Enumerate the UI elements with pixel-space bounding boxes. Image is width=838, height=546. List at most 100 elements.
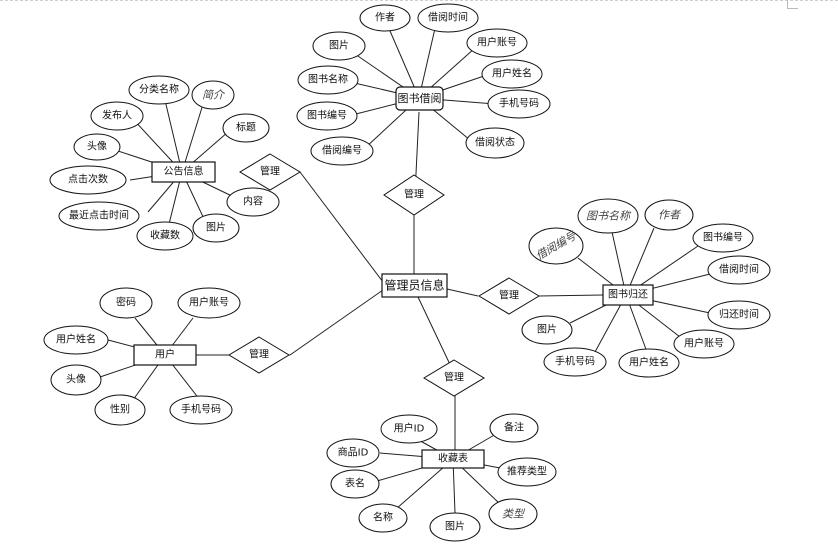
collect-attr-user-id-label: 用户ID [394,422,425,435]
notice-attr-publisher[interactable]: 发布人 [90,101,144,131]
borrow-attr-status[interactable]: 借阅状态 [465,127,525,159]
user-attr-avatar[interactable]: 头像 [50,364,102,396]
borrow-attr-user-name[interactable]: 用户姓名 [481,59,543,89]
giveback-attr-phone-label: 手机号码 [555,355,595,368]
entity-user-label: 用户 [155,348,175,361]
giveback-attr-borrow-time[interactable]: 借阅时间 [707,255,771,285]
user-attr-password-label: 密码 [116,296,136,309]
collect-attr-product-id[interactable]: 商品ID [326,438,380,468]
user-attr-avatar-label: 头像 [66,374,86,386]
user-attr-user-name[interactable]: 用户姓名 [43,325,109,355]
relationship-manage-giveback[interactable]: 管理 [478,277,540,315]
collect-attr-table-name[interactable]: 表名 [330,469,380,499]
giveback-attr-return-time-label: 归还时间 [719,308,759,321]
borrow-attr-status-label: 借阅状态 [475,136,515,149]
borrow-attr-borrow-time-label: 借阅时间 [428,11,468,24]
entity-book-borrow-label: 图书借阅 [398,92,442,105]
borrow-attr-user-name-label: 用户姓名 [492,67,532,80]
notice-attr-image[interactable]: 图片 [192,213,240,243]
notice-attr-category[interactable]: 分类名称 [128,75,190,105]
giveback-attr-borrow-time-label: 借阅时间 [719,263,759,276]
giveback-attr-book-name[interactable]: 图书名称 [577,198,639,234]
entity-user[interactable]: 用户 [133,344,197,366]
collect-attr-image-label: 图片 [445,520,465,533]
relationship-manage-collect[interactable]: 管理 [423,359,485,397]
collect-attr-recommend-type-label: 推荐类型 [507,465,547,478]
borrow-attr-image[interactable]: 图片 [312,31,366,61]
collect-attr-recommend-type[interactable]: 推荐类型 [497,457,557,487]
user-attr-password[interactable]: 密码 [99,287,153,319]
page-top-border [0,0,838,5]
entity-collect-table-label: 收藏表 [438,452,468,465]
giveback-attr-user-account[interactable]: 用户账号 [673,329,735,359]
borrow-attr-book-id-label: 图书编号 [307,109,347,122]
relationship-manage-borrow[interactable]: 管理 [383,174,445,216]
giveback-attr-phone[interactable]: 手机号码 [543,347,607,377]
collect-attr-name[interactable]: 名称 [358,503,408,533]
collect-attr-type-label: 类型 [502,508,526,521]
entity-book-giveback-label: 图书归还 [608,288,648,301]
notice-attr-image-label: 图片 [206,221,226,234]
entity-notice-info-label: 公告信息 [164,165,204,178]
giveback-attr-author[interactable]: 作者 [644,199,694,231]
borrow-attr-author-label: 作者 [375,12,395,24]
connector-lines [99,23,711,514]
borrow-attr-author[interactable]: 作者 [359,4,411,32]
notice-attr-publisher-label: 发布人 [102,109,132,122]
notice-attr-content[interactable]: 内容 [226,187,280,217]
collect-attr-image[interactable]: 图片 [429,512,481,542]
notice-attr-avatar[interactable]: 头像 [73,133,121,161]
notice-attr-avatar-label: 头像 [87,141,107,153]
notice-attr-last-click-time[interactable]: 最近点击时间 [58,201,140,231]
notice-attr-title[interactable]: 标题 [222,113,270,143]
relationship-manage-notice[interactable]: 管理 [239,153,301,191]
notice-attr-favorites[interactable]: 收藏数 [136,221,194,251]
notice-attr-last-click-time-label: 最近点击时间 [69,209,129,222]
user-attr-gender[interactable]: 性别 [94,394,146,426]
collect-attr-remark[interactable]: 备注 [489,413,539,443]
notice-attr-click-count[interactable]: 点击次数 [49,165,127,195]
relationship-manage-collect-label: 管理 [444,371,464,384]
collect-attr-type[interactable]: 类型 [488,498,538,530]
notice-attr-intro[interactable]: 简介 [191,80,235,110]
entity-book-giveback[interactable]: 图书归还 [602,284,654,306]
entity-collect-table[interactable]: 收藏表 [421,449,485,469]
borrow-attr-book-id[interactable]: 图书编号 [296,101,358,131]
borrow-attr-phone[interactable]: 手机号码 [487,89,551,119]
user-attr-user-account[interactable]: 用户账号 [177,287,241,319]
collect-attr-name-label: 名称 [373,511,393,524]
user-attr-user-account-label: 用户账号 [189,296,229,309]
giveback-attr-book-id-label: 图书编号 [703,231,743,244]
entity-book-borrow[interactable]: 图书借阅 [395,86,444,111]
page-corner-mark [787,0,798,9]
notice-attr-content-label: 内容 [243,195,263,208]
entity-notice-info[interactable]: 公告信息 [151,161,216,183]
collect-attr-remark-label: 备注 [504,421,524,434]
giveback-attr-user-name[interactable]: 用户姓名 [618,348,680,378]
relationship-manage-borrow-label: 管理 [404,188,424,201]
giveback-attr-image[interactable]: 图片 [521,315,573,345]
giveback-attr-book-name-label: 图书名称 [586,210,632,223]
giveback-attr-return-time[interactable]: 归还时间 [707,300,771,330]
borrow-attr-borrow-id[interactable]: 借阅编号 [310,136,374,166]
relationship-manage-giveback-label: 管理 [499,289,519,302]
entity-admin-info[interactable]: 管理员信息 [381,273,448,298]
user-attr-phone[interactable]: 手机号码 [169,395,233,425]
giveback-attr-borrow-id[interactable]: 借阅编号 [528,227,584,265]
notice-attr-favorites-label: 收藏数 [150,229,180,242]
user-attr-gender-label: 性别 [110,403,130,416]
notice-attr-category-label: 分类名称 [139,83,179,96]
giveback-attr-user-name-label: 用户姓名 [629,356,669,369]
giveback-attr-user-account-label: 用户账号 [684,337,724,350]
giveback-attr-book-id[interactable]: 图书编号 [692,223,754,253]
relationship-manage-user[interactable]: 管理 [228,336,290,374]
relationship-manage-user-label: 管理 [249,348,269,361]
collect-attr-user-id[interactable]: 用户ID [380,414,438,444]
borrow-attr-user-account[interactable]: 用户账号 [466,28,528,58]
borrow-attr-borrow-id-label: 借阅编号 [322,144,362,157]
borrow-attr-book-name[interactable]: 图书名称 [297,65,359,95]
borrow-attr-image-label: 图片 [329,39,349,52]
notice-attr-intro-label: 简介 [202,89,226,102]
borrow-attr-borrow-time[interactable]: 借阅时间 [417,3,479,33]
